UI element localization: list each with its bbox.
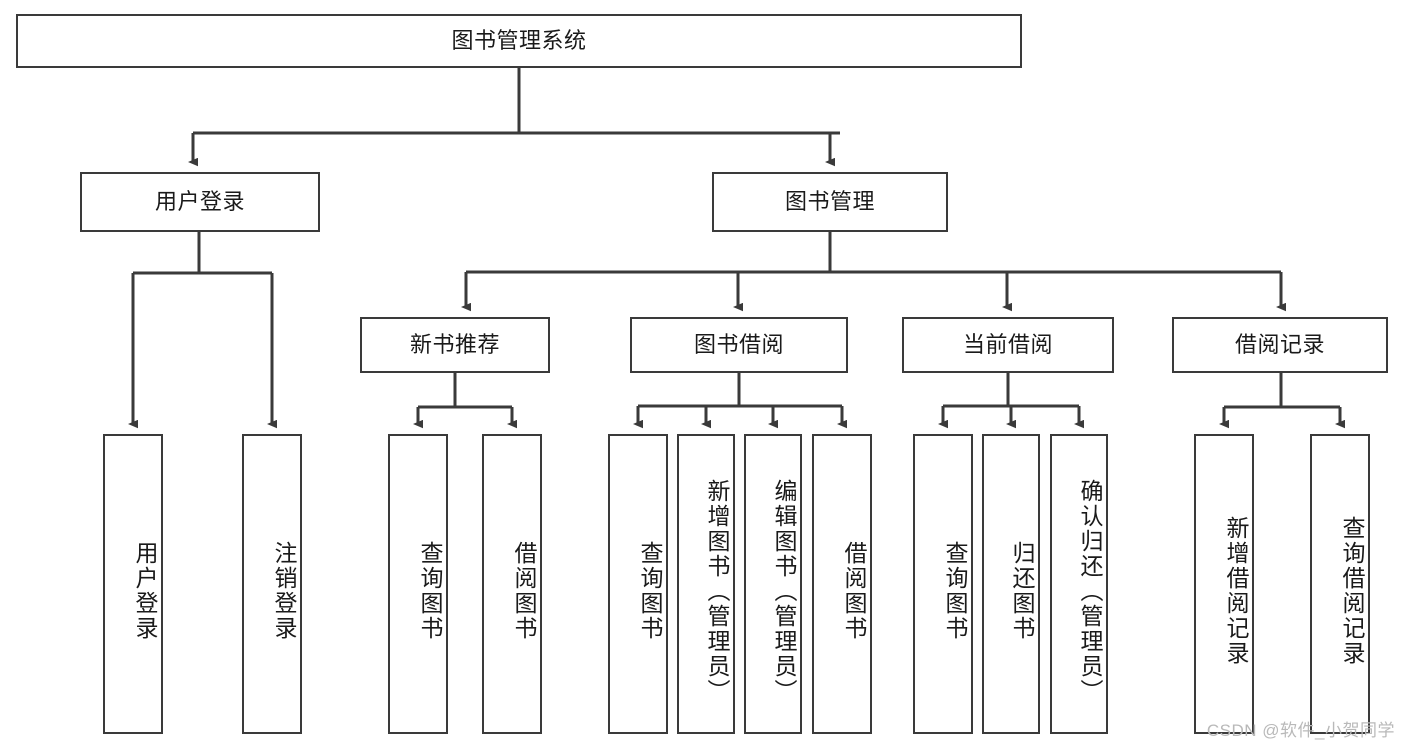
node-label: 新增图书（管理员） (704, 478, 730, 704)
node-leaf-logout-login[interactable]: 注销登录 (242, 434, 302, 734)
node-leaf-add-book-admin[interactable]: 新增图书（管理员） (677, 434, 735, 734)
node-leaf-add-borrow-record[interactable]: 新增借阅记录 (1194, 434, 1254, 734)
node-book-management[interactable]: 图书管理 (712, 172, 948, 232)
node-book-management-system[interactable]: 图书管理系统 (16, 14, 1022, 68)
node-label: 借阅图书 (841, 541, 867, 641)
node-label: 新书推荐 (409, 331, 500, 357)
node-current-borrow[interactable]: 当前借阅 (902, 317, 1114, 373)
node-label: 查询图书 (942, 541, 968, 641)
node-leaf-query-book-2[interactable]: 查询图书 (608, 434, 668, 734)
node-book-borrow[interactable]: 图书借阅 (630, 317, 848, 373)
node-label: 新增借阅记录 (1223, 516, 1249, 666)
node-label: 归还图书 (1009, 541, 1035, 641)
node-user-login[interactable]: 用户登录 (80, 172, 320, 232)
node-leaf-edit-book-admin[interactable]: 编辑图书（管理员） (744, 434, 802, 734)
node-label: 编辑图书（管理员） (771, 478, 797, 704)
node-label: 用户登录 (154, 188, 245, 214)
node-leaf-user-login[interactable]: 用户登录 (103, 434, 163, 734)
node-borrow-record[interactable]: 借阅记录 (1172, 317, 1388, 373)
node-label: 图书管理 (784, 188, 875, 214)
node-label: 确认归还（管理员） (1077, 478, 1103, 704)
node-label: 借阅记录 (1234, 331, 1325, 357)
node-label: 查询图书 (637, 541, 663, 641)
node-label: 用户登录 (132, 541, 158, 641)
node-label: 当前借阅 (962, 331, 1053, 357)
node-leaf-query-borrow-record[interactable]: 查询借阅记录 (1310, 434, 1370, 734)
node-leaf-borrow-book-1[interactable]: 借阅图书 (482, 434, 542, 734)
node-leaf-borrow-book-2[interactable]: 借阅图书 (812, 434, 872, 734)
node-label: 借阅图书 (511, 541, 537, 641)
node-leaf-query-book-1[interactable]: 查询图书 (388, 434, 448, 734)
node-leaf-return-book[interactable]: 归还图书 (982, 434, 1040, 734)
node-leaf-query-book-3[interactable]: 查询图书 (913, 434, 973, 734)
node-leaf-confirm-return-admin[interactable]: 确认归还（管理员） (1050, 434, 1108, 734)
node-label: 查询借阅记录 (1339, 516, 1365, 666)
node-label: 图书借阅 (693, 331, 784, 357)
node-label: 查询图书 (417, 541, 443, 641)
node-new-book-recommend[interactable]: 新书推荐 (360, 317, 550, 373)
node-label: 图书管理系统 (451, 27, 587, 53)
node-label: 注销登录 (271, 541, 297, 641)
watermark-text: CSDN @软件_小贺同学 (1206, 721, 1395, 740)
